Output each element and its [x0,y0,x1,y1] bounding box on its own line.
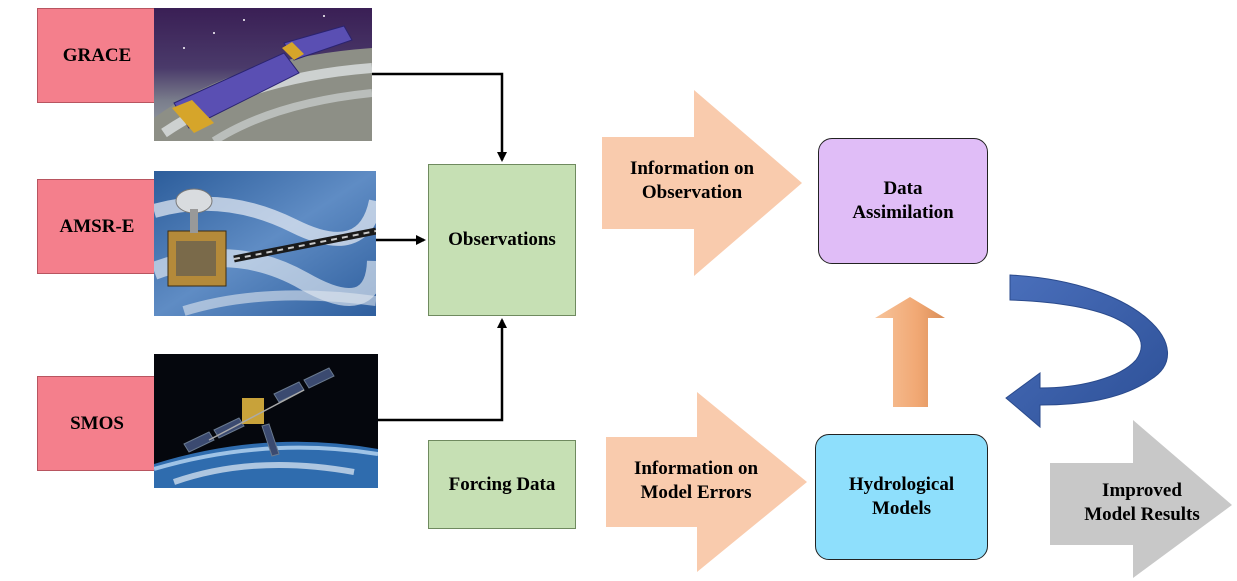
amsr-e-source-box: AMSR-E [37,179,157,274]
grace-connector [372,72,507,162]
improved-results-arrow [1050,420,1232,578]
forcing-data-box: Forcing Data [428,440,576,529]
data-assimilation-line1: Data [883,178,923,200]
forcing-data-label: Forcing Data [448,473,556,495]
amsr-e-satellite-photo [154,171,376,316]
info-observation-label: Information on Observation [602,157,782,205]
improved-results-line2: Model Results [1084,503,1200,525]
smos-source-box: SMOS [37,376,157,471]
info-model-errors-label: Information on Model Errors [606,457,786,505]
info-model-errors-line2: Model Errors [640,481,752,503]
data-assimilation-line2: Assimilation [852,202,954,223]
info-observation-line1: Information on [629,158,755,179]
data-assimilation-box: Data Assimilation [818,138,988,264]
observations-box: Observations [428,164,576,316]
info-model-errors-arrow [606,392,807,572]
observations-label: Observations [448,229,556,251]
improved-results-line1: Improved [1102,480,1182,501]
hydrological-models-line1: Hydrological [848,474,955,496]
hydrological-models-line2: Models [871,498,932,519]
smos-label: SMOS [70,412,124,434]
feedback-curved-arrow [1005,274,1169,429]
info-observation-line2: Observation [641,181,743,203]
up-arrow [875,297,945,407]
info-observation-arrow [602,90,802,276]
hydrological-models-box: Hydrological Models [815,434,988,560]
amsr-e-label: AMSR-E [59,215,135,237]
smos-satellite-photo [154,354,378,488]
grace-source-box: GRACE [37,8,157,103]
smos-connector [378,318,507,422]
info-model-errors-line1: Information on [633,458,759,479]
grace-label: GRACE [62,44,132,66]
grace-satellite-photo [154,8,372,141]
improved-results-label: Improved Model Results [1052,479,1232,527]
